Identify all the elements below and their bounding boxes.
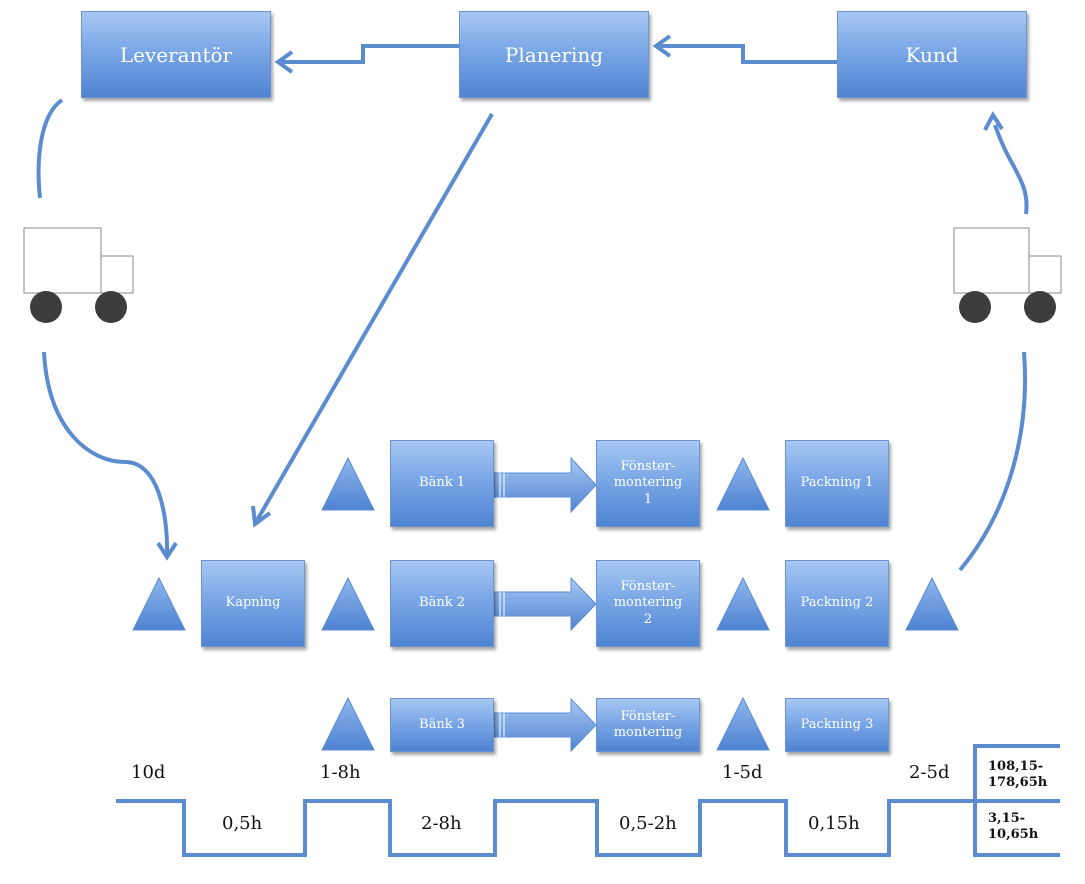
customer-box: Kund bbox=[837, 11, 1027, 98]
inventory-triangle-icon bbox=[321, 456, 375, 511]
inventory-triangle-icon bbox=[716, 456, 770, 511]
window-mounting-2-process: Fönster- montering 2 bbox=[596, 560, 700, 647]
supplier-box: Leverantör bbox=[81, 11, 271, 98]
inventory-triangle-icon bbox=[132, 576, 186, 631]
bench-2-process: Bänk 2 bbox=[390, 560, 494, 647]
push-arrow-icon bbox=[493, 576, 597, 632]
push-arrow-icon bbox=[493, 697, 597, 753]
schedule-arrow-planning-to-cutting bbox=[254, 112, 494, 524]
inventory-triangle-icon bbox=[716, 576, 770, 631]
window-mounting-3-process: Fönster- montering bbox=[596, 698, 700, 752]
packing-2-process: Packning 2 bbox=[785, 560, 889, 647]
process-time-packing: 0,15h bbox=[808, 813, 860, 834]
inventory-triangle-icon bbox=[321, 576, 375, 631]
schedule-arrow-head bbox=[251, 505, 272, 528]
inventory-triangle-icon bbox=[716, 696, 770, 751]
total-lead-time: 108,15- 178,65h bbox=[988, 759, 1048, 791]
bench-3-process: Bänk 3 bbox=[390, 698, 494, 752]
total-process-time: 3,15- 10,65h bbox=[988, 811, 1039, 843]
process-time-cutting: 0,5h bbox=[222, 813, 263, 834]
bench-1-process: Bänk 1 bbox=[390, 440, 494, 527]
wait-time-customer: 2-5d bbox=[909, 762, 950, 783]
inventory-triangle-icon bbox=[321, 696, 375, 751]
flow-arrow-head-customer bbox=[983, 111, 1004, 131]
packing-1-process: Packning 1 bbox=[785, 440, 889, 527]
push-arrow-icon bbox=[493, 456, 597, 514]
flow-truck-to-customer bbox=[993, 124, 1029, 215]
wait-time-bench: 1-8h bbox=[320, 762, 361, 783]
cutting-process: Kapning bbox=[201, 560, 305, 647]
truck-right-icon bbox=[953, 227, 1062, 323]
info-arrow-customer-to-planning bbox=[658, 44, 838, 64]
flow-arrow-head-inventory bbox=[156, 541, 178, 561]
flow-truck-to-inventory bbox=[42, 351, 170, 555]
packing-3-process: Packning 3 bbox=[785, 698, 889, 752]
info-arrow-head-supplier bbox=[274, 50, 294, 74]
flow-supplier-to-truck bbox=[36, 98, 64, 199]
truck-left-icon bbox=[23, 227, 134, 323]
process-time-bench: 2-8h bbox=[421, 813, 462, 834]
flow-inventory-to-truck bbox=[958, 351, 1028, 572]
info-arrow-planning-to-supplier bbox=[280, 44, 460, 64]
timeline-ladder bbox=[116, 799, 975, 857]
planning-box: Planering bbox=[459, 11, 649, 98]
wait-time-supplier: 10d bbox=[131, 762, 166, 783]
window-mounting-1-process: Fönster- montering 1 bbox=[596, 440, 700, 527]
info-arrow-head-planning bbox=[652, 34, 672, 58]
inventory-triangle-icon bbox=[905, 576, 959, 631]
process-time-window: 0,5-2h bbox=[619, 813, 677, 834]
wait-time-packing: 1-5d bbox=[722, 762, 763, 783]
